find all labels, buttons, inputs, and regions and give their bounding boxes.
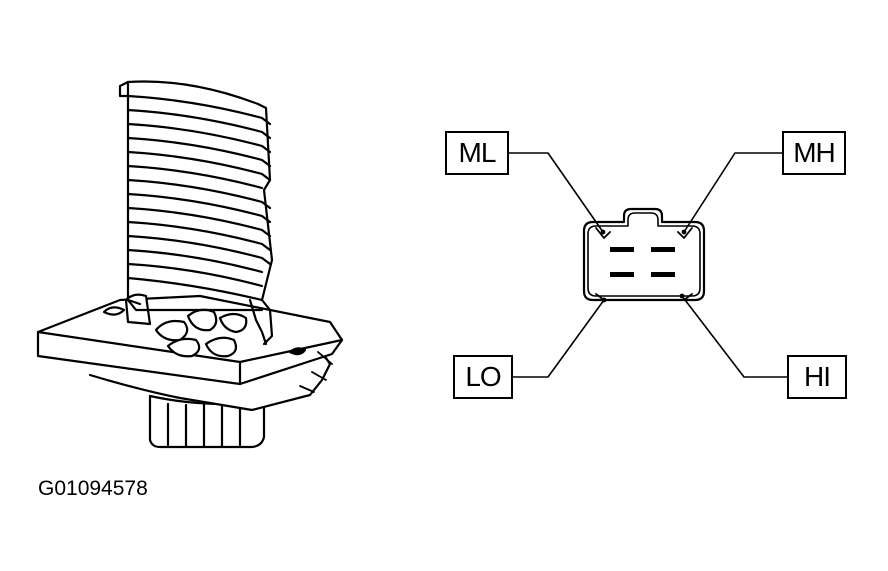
leader-line-hi bbox=[681, 295, 788, 378]
latch-top-left bbox=[595, 227, 611, 239]
leader-line-mh bbox=[683, 152, 783, 233]
resistor-terminals bbox=[102, 293, 248, 358]
terminal-ml bbox=[610, 247, 634, 252]
terminal-lo bbox=[610, 272, 634, 277]
latch-bottom-right bbox=[683, 293, 693, 301]
terminal-mh bbox=[651, 247, 675, 252]
leader-line-ml bbox=[508, 152, 604, 233]
pin-label-hi: HI bbox=[787, 355, 847, 399]
resistor-heat-sink bbox=[118, 80, 274, 346]
latch-top-right bbox=[677, 227, 693, 239]
terminal-hi bbox=[651, 272, 675, 277]
blower-resistor-illustration bbox=[36, 80, 344, 449]
pin-label-mh: MH bbox=[782, 131, 846, 175]
connector-housing bbox=[582, 207, 706, 302]
leader-line-lo bbox=[512, 299, 605, 378]
figure-code: G01094578 bbox=[38, 477, 148, 500]
pin-label-lo: LO bbox=[453, 355, 513, 399]
connector-face-diagram bbox=[508, 152, 788, 378]
connector-housing-inner bbox=[587, 212, 701, 297]
pin-label-ml: ML bbox=[445, 131, 509, 175]
